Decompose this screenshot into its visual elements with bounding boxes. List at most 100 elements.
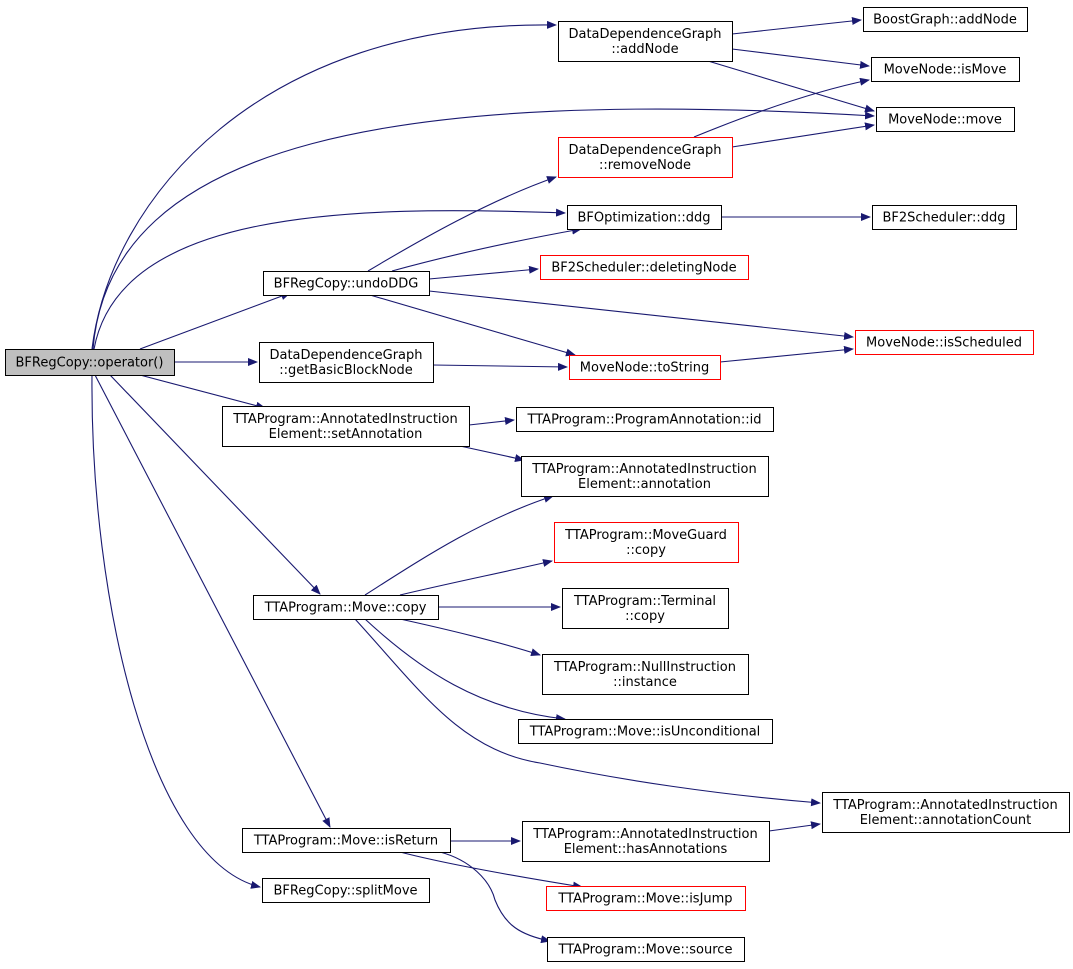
node-label: TTAProgram::AnnotatedInstruction	[532, 827, 757, 842]
node-aie-setannotation[interactable]: TTAProgram::AnnotatedInstructionElement:…	[222, 406, 470, 447]
edge-aie-setannotation-to-pa-id	[468, 417, 515, 426]
node-mn-tostring[interactable]: MoveNode::toString	[569, 355, 721, 380]
node-box	[547, 937, 745, 962]
node-box	[558, 137, 733, 178]
node-box	[855, 330, 1034, 355]
edge-root-to-move-isreturn	[94, 374, 331, 828]
node-box	[542, 654, 749, 695]
node-mn-ismove[interactable]: MoveNode::isMove	[871, 57, 1020, 82]
node-box	[863, 7, 1028, 32]
node-move-copy[interactable]: TTAProgram::Move::copy	[253, 595, 439, 620]
edge-undoddg-to-mn-isscheduled	[428, 290, 854, 341]
edge-ddg-removenode-to-mn-move	[731, 122, 875, 148]
node-mn-isscheduled[interactable]: MoveNode::isScheduled	[855, 330, 1034, 355]
edge-undoddg-to-mn-tostring	[369, 294, 576, 357]
edge-undoddg-to-bfo-ddg	[391, 226, 582, 272]
node-mg-copy[interactable]: TTAProgram::MoveGuard::copy	[554, 522, 739, 563]
edge-root-to-mn-move	[92, 108, 875, 350]
node-undoddg[interactable]: BFRegCopy::undoDDG	[263, 271, 430, 296]
node-box	[540, 255, 749, 280]
node-label: BFRegCopy::undoDDG	[274, 277, 419, 292]
node-aie-hasannotations[interactable]: TTAProgram::AnnotatedInstructionElement:…	[522, 821, 770, 862]
node-box	[518, 719, 773, 744]
node-label: TTAProgram::Move::copy	[264, 601, 427, 616]
node-box	[516, 407, 774, 432]
node-label: TTAProgram::Move::isUnconditional	[529, 725, 761, 740]
node-label: TTAProgram::AnnotatedInstruction	[832, 798, 1057, 813]
node-label: DataDependenceGraph	[269, 348, 422, 363]
node-move-isjump[interactable]: TTAProgram::Move::isJump	[546, 886, 746, 911]
node-label: TTAProgram::Move::isJump	[557, 892, 732, 907]
edge-root-to-bfo-ddg	[93, 208, 566, 350]
node-label: TTAProgram::NullInstruction	[553, 660, 736, 675]
node-box	[822, 792, 1070, 833]
node-move-isuncond[interactable]: TTAProgram::Move::isUnconditional	[518, 719, 773, 744]
node-label: MoveNode::toString	[580, 361, 709, 376]
edge-move-copy-to-move-isuncond	[364, 618, 566, 723]
node-splitmove[interactable]: BFRegCopy::splitMove	[262, 878, 430, 903]
node-label: ::instance	[613, 675, 677, 690]
node-aie-annotation[interactable]: TTAProgram::AnnotatedInstructionElement:…	[521, 456, 769, 497]
edge-mn-tostring-to-mn-isscheduled	[719, 345, 854, 363]
node-label: ::copy	[626, 543, 666, 558]
node-label: TTAProgram::ProgramAnnotation::id	[527, 413, 762, 428]
edge-move-copy-to-ni-instance	[399, 618, 541, 657]
node-move-source[interactable]: TTAProgram::Move::source	[547, 937, 745, 962]
node-label: Element::annotation	[578, 477, 711, 492]
node-label: ::removeNode	[599, 158, 691, 173]
node-box	[242, 828, 451, 853]
node-move-isreturn[interactable]: TTAProgram::Move::isReturn	[242, 828, 451, 853]
edge-ddg-addnode-to-bg-addnode	[731, 16, 862, 35]
node-box	[262, 878, 430, 903]
node-bfo-ddg[interactable]: BFOptimization::ddg	[567, 205, 722, 230]
edge-move-copy-to-aie-annotationcount	[354, 618, 821, 807]
node-label: BFRegCopy::operator()	[16, 356, 164, 371]
node-label: TTAProgram::MoveGuard	[564, 528, 727, 543]
edge-root-to-undoddg	[139, 292, 291, 350]
node-label: BFRegCopy::splitMove	[273, 884, 417, 899]
edge-move-copy-to-aie-annotation	[364, 495, 554, 596]
node-box	[263, 271, 430, 296]
node-label: ::addNode	[611, 42, 678, 57]
node-ni-instance[interactable]: TTAProgram::NullInstruction::instance	[542, 654, 749, 695]
edge-undoddg-to-bf2-deletingnode	[428, 265, 539, 280]
node-layer: BFRegCopy::operator() DataDependenceGraph…	[5, 7, 1070, 962]
node-box	[554, 522, 739, 563]
edge-move-isreturn-to-move-source	[439, 851, 551, 944]
node-label: BF2Scheduler::ddg	[882, 211, 1005, 226]
node-ddg-addnode[interactable]: DataDependenceGraph::addNode	[558, 21, 733, 62]
node-box	[259, 342, 434, 383]
node-ddg-getbbn[interactable]: DataDependenceGraph::getBasicBlockNode	[259, 342, 434, 383]
edge-root-to-ddg-addnode	[91, 20, 557, 350]
node-label: TTAProgram::Terminal	[573, 594, 716, 609]
node-bf2-ddg[interactable]: BF2Scheduler::ddg	[872, 205, 1017, 230]
node-label: MoveNode::isScheduled	[866, 336, 1022, 351]
node-mn-move[interactable]: MoveNode::move	[876, 107, 1015, 132]
node-bf2-deletingnode[interactable]: BF2Scheduler::deletingNode	[540, 255, 749, 280]
node-box	[522, 821, 770, 862]
node-box	[872, 205, 1017, 230]
node-label: BFOptimization::ddg	[577, 211, 710, 226]
edge-aie-hasannotations-to-aie-annotationcount	[768, 821, 821, 832]
node-label: TTAProgram::Move::source	[558, 943, 733, 958]
edge-ddg-addnode-to-mn-move	[707, 60, 875, 113]
node-ddg-removenode[interactable]: DataDependenceGraph::removeNode	[558, 137, 733, 178]
node-term-copy[interactable]: TTAProgram::Terminal::copy	[562, 588, 729, 629]
node-aie-annotationcount[interactable]: TTAProgram::AnnotatedInstructionElement:…	[822, 792, 1070, 833]
node-box	[876, 107, 1015, 132]
node-label: BoostGraph::addNode	[873, 13, 1017, 28]
node-pa-id[interactable]: TTAProgram::ProgramAnnotation::id	[516, 407, 774, 432]
node-box	[521, 456, 769, 497]
node-box	[558, 21, 733, 62]
edge-root-to-move-copy	[109, 374, 321, 595]
node-bg-addnode[interactable]: BoostGraph::addNode	[863, 7, 1028, 32]
node-box	[222, 406, 470, 447]
node-label: DataDependenceGraph	[568, 143, 721, 158]
edge-ddg-getbbn-to-mn-tostring	[432, 362, 568, 371]
node-label: Element::hasAnnotations	[564, 842, 728, 857]
edge-aie-setannotation-to-aie-annotation	[459, 445, 525, 462]
edge-move-isreturn-to-move-isjump	[399, 851, 583, 890]
edge-ddg-addnode-to-mn-ismove	[731, 48, 870, 69]
node-label: MoveNode::isMove	[884, 63, 1007, 78]
